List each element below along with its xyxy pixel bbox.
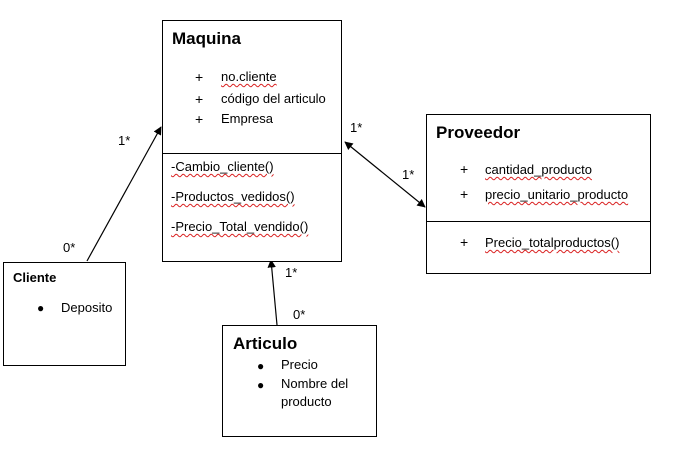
- attribute-precio-unitario-producto: precio_unitario_producto: [485, 187, 629, 202]
- bullet-icon: ●: [257, 378, 265, 392]
- articulo-attribute-nombre: Nombre del: [281, 376, 349, 391]
- attribute-cantidad-producto: cantidad_producto: [485, 162, 592, 177]
- articulo-class-box: Articulo ● Precio ● Nombre del producto: [222, 325, 377, 437]
- bullet-icon: ●: [257, 359, 265, 373]
- articulo-attribute-nombre-cont: producto: [281, 394, 332, 409]
- multiplicity-maquina-articulo-end: 1*: [285, 265, 298, 280]
- attribute-visibility: +: [460, 161, 469, 177]
- method-productos-vedidos: -Productos_vedidos(): [171, 189, 295, 204]
- articulo-class-name: Articulo: [233, 334, 298, 353]
- proveedor-class-box: Proveedor + cantidad_producto + precio_u…: [426, 114, 651, 274]
- maquina-proveedor-association: [344, 141, 426, 208]
- multiplicity-maquina-proveedor-end: 1*: [350, 120, 363, 135]
- method-precio-totalproductos: Precio_totalproductos(): [485, 235, 620, 250]
- attribute-codigo-articulo: código del articulo: [221, 91, 326, 106]
- cliente-maquina-association: [86, 126, 162, 262]
- method-precio-total-vendido: -Precio_Total_vendido(): [171, 219, 309, 234]
- bullet-icon: ●: [37, 301, 45, 315]
- proveedor-class-name: Proveedor: [436, 123, 521, 142]
- class-divider: [427, 221, 650, 222]
- multiplicity-cliente-end: 0*: [63, 240, 76, 255]
- cliente-class-box: Cliente ● Deposito: [3, 262, 126, 366]
- articulo-maquina-association: [267, 259, 278, 326]
- multiplicity-maquina-cliente-end: 1*: [118, 133, 131, 148]
- maquina-class-box: Maquina + no.cliente + código del articu…: [162, 20, 342, 262]
- cliente-class-name: Cliente: [13, 270, 57, 285]
- multiplicity-proveedor-end: 1*: [402, 167, 415, 182]
- cliente-attribute-deposito: Deposito: [61, 300, 113, 315]
- attribute-empresa: Empresa: [221, 111, 274, 126]
- attribute-visibility: +: [460, 186, 469, 202]
- attribute-visibility: +: [195, 91, 204, 107]
- multiplicity-articulo-end: 0*: [293, 307, 306, 322]
- attribute-visibility: +: [195, 111, 204, 127]
- articulo-attribute-precio: Precio: [281, 357, 318, 372]
- method-visibility: +: [460, 234, 469, 250]
- method-cambio-cliente: -Cambio_cliente(): [171, 159, 274, 174]
- maquina-class-name: Maquina: [172, 29, 241, 48]
- attribute-visibility: +: [195, 69, 204, 85]
- class-divider: [163, 153, 341, 154]
- attribute-no-cliente: no.cliente: [221, 69, 277, 84]
